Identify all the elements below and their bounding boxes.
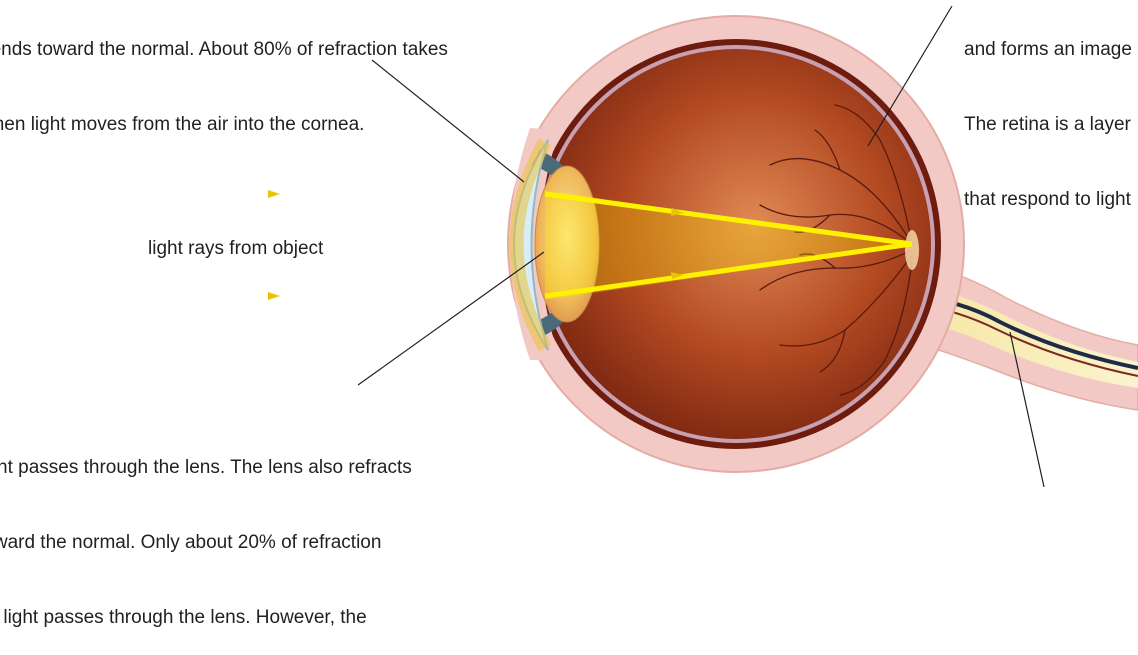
retina-annotation-line-2: The retina is a layer [964,112,1132,137]
lens-annotation-line-2: toward the normal. Only about 20% of ref… [0,530,412,555]
cornea-annotation-line-2: when light moves from the air into the c… [0,112,448,137]
light-ray-top [0,190,545,198]
optic-disc [905,230,919,270]
lens-annotation: light passes through the lens. The lens … [0,405,412,655]
cornea-annotation-line-1: bends toward the normal. About 80% of re… [0,37,448,62]
light-rays-label: light rays from object [148,236,323,261]
lens-annotation-line-1: light passes through the lens. The lens … [0,455,412,480]
retina-annotation: and forms an image The retina is a layer… [964,0,1132,237]
light-ray-bottom [0,292,545,300]
cornea-annotation: bends toward the normal. About 80% of re… [0,0,448,162]
lens-leader-line [358,252,544,385]
lens-annotation-line-3: as light passes through the lens. Howeve… [0,605,412,630]
retina-annotation-line-1: and forms an image [964,37,1132,62]
retina-annotation-line-3: that respond to light [964,187,1132,212]
